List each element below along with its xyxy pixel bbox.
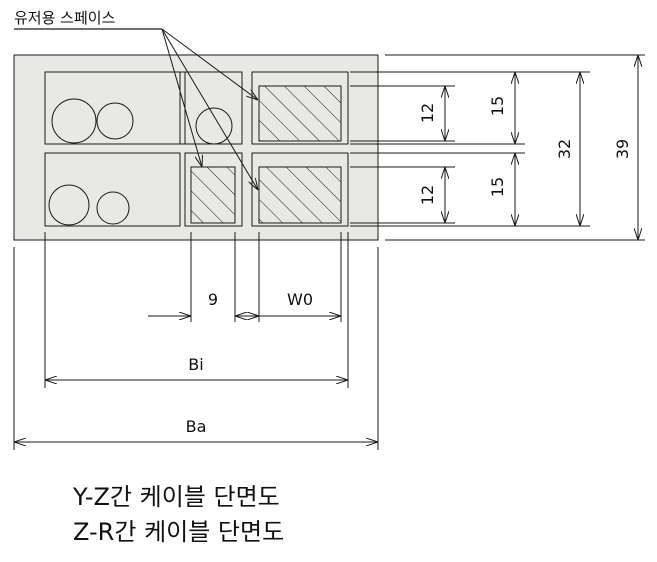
dim-width-9: 9 [208, 290, 218, 309]
dim-width-w0: W0 [287, 290, 313, 309]
caption-line-2: Z-R간 케이블 단면도 [73, 518, 284, 546]
cable-circle-2 [96, 102, 134, 140]
dim-height-12-bottom: 12 [418, 185, 437, 205]
cable-circle-3 [195, 107, 233, 145]
cable-circle-4 [48, 184, 90, 226]
callout-leaders [161, 28, 258, 190]
cable-circle-1 [51, 98, 97, 144]
dim-height-32: 32 [555, 139, 574, 159]
dim-height-12-top: 12 [418, 103, 437, 123]
caption-line-1: Y-Z간 케이블 단면도 [72, 483, 280, 511]
dim-width-bi: Bi [188, 355, 203, 374]
dim-height-15-top: 15 [488, 96, 507, 116]
user-space-top-right [258, 85, 342, 142]
vertical-dimensions [445, 55, 638, 240]
extension-lines-bottom [13, 232, 379, 450]
dim-height-39: 39 [613, 139, 632, 159]
dim-height-15-bottom: 15 [488, 177, 507, 197]
chamber-bottom-left [44, 152, 181, 227]
user-space-bottom-middle [190, 166, 236, 224]
callout-label: 유저용 스페이스 [14, 9, 116, 27]
dim-width-ba: Ba [186, 417, 207, 436]
extension-lines-right [350, 54, 645, 241]
horizontal-dimensions [14, 316, 378, 442]
user-space-bottom-right [258, 166, 342, 224]
cable-circle-5 [96, 191, 130, 225]
